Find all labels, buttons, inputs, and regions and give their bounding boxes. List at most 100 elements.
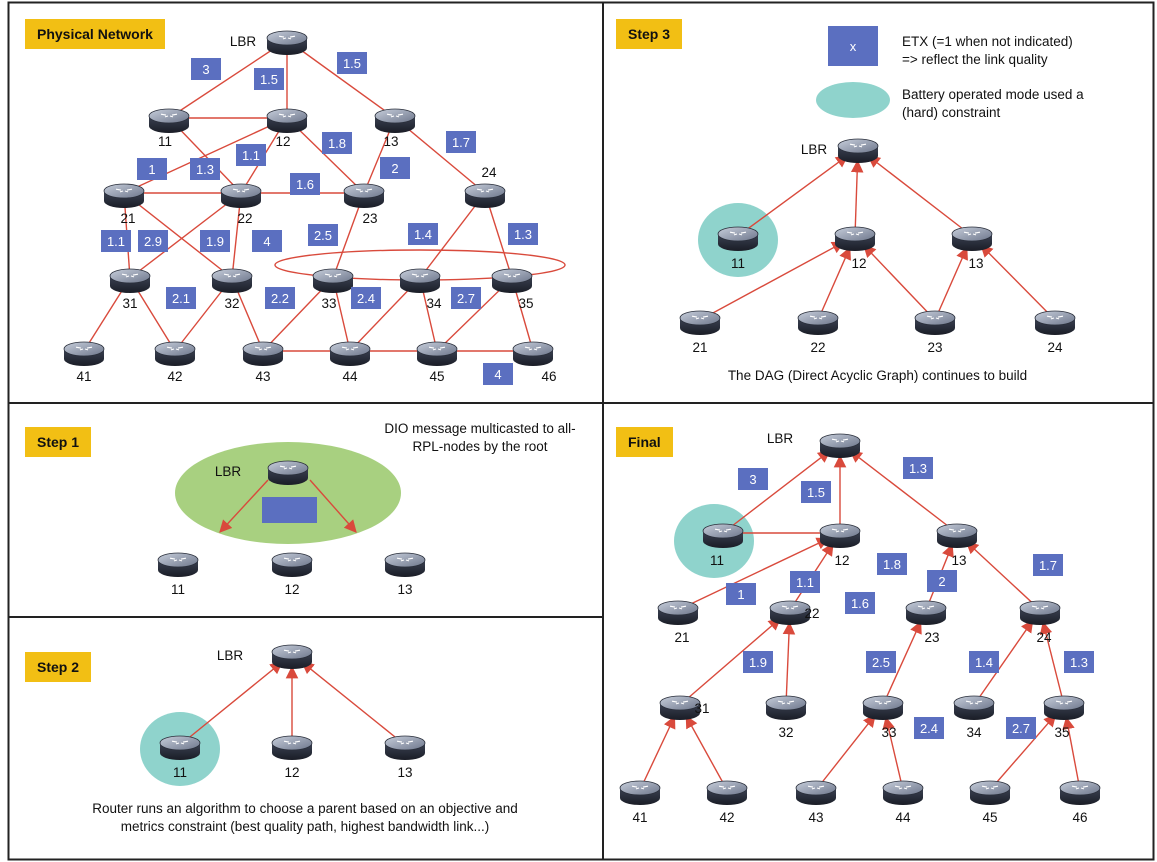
router-arrow-glyph [855, 233, 860, 236]
arrow-23-to-13 [934, 246, 968, 321]
router-icon [266, 30, 308, 55]
router-top [882, 780, 924, 796]
router-arrow-glyph [883, 702, 888, 705]
router-arrow-glyph [258, 348, 263, 351]
metric-box: 1.3 [508, 223, 538, 245]
router-arrow-glyph [1082, 785, 1089, 788]
router-top [154, 341, 196, 357]
router-arrow-glyph [180, 742, 185, 745]
node-label-33: 33 [881, 725, 896, 740]
router-arrow-glyph [294, 649, 301, 652]
router-arrow-glyph [283, 649, 290, 652]
metric-box: 1.1 [101, 230, 131, 252]
metric-value: 1.9 [749, 655, 767, 670]
metric-box-bg [790, 571, 820, 593]
router-icon [103, 183, 145, 208]
metric-box: 1.1 [236, 144, 266, 166]
link-22-31 [129, 192, 242, 279]
metric-box-bg [877, 553, 907, 575]
router-arrow-glyph [921, 607, 926, 610]
node-label-41: 41 [632, 810, 647, 825]
node-label-24: 24 [1036, 630, 1052, 645]
metric-box: 1.3 [903, 457, 933, 479]
metric-box-bg [508, 223, 538, 245]
dio-message-box [262, 497, 317, 523]
metric-box: 2.7 [1006, 717, 1036, 739]
router-top [512, 341, 554, 357]
router-arrow-glyph [514, 273, 521, 276]
router-arrow-glyph [963, 231, 970, 234]
metric-box-bg [483, 363, 513, 385]
router-arrow-glyph [846, 231, 853, 234]
metric-box: 1.8 [877, 553, 907, 575]
router-icon [797, 310, 839, 335]
metric-box: 2.5 [866, 651, 896, 673]
router-arrow-glyph [364, 190, 369, 193]
metric-value: 1.1 [107, 234, 125, 249]
metric-box-bg [1006, 717, 1036, 739]
legend-etx-symbol: x [850, 39, 857, 54]
node-label-23: 23 [927, 340, 942, 355]
router-arrow-glyph [289, 35, 296, 38]
metric-box-bg [408, 223, 438, 245]
router-arrow-glyph [718, 785, 725, 788]
router-arrow-glyph [84, 348, 89, 351]
router-arrow-glyph [283, 467, 288, 470]
router-arrow-glyph [294, 557, 301, 560]
dio-arrow-right [309, 479, 357, 533]
router-icon [1019, 600, 1061, 625]
link-24-34 [419, 192, 486, 279]
metric-box: 1.1 [790, 571, 820, 593]
step3-caption: The DAG (Direct Acyclic Graph) continues… [727, 368, 1028, 383]
router-arrow-glyph [974, 231, 981, 234]
router-icon [343, 183, 385, 208]
node-label-23: 23 [924, 630, 939, 645]
node-label-11: 11 [173, 765, 187, 780]
metric-box: 2.2 [265, 287, 295, 309]
router-arrow-glyph [858, 145, 863, 148]
router-icon [271, 735, 313, 760]
link-12-21 [123, 117, 288, 194]
metric-value: 1.4 [975, 655, 993, 670]
metric-box-bg [200, 230, 230, 252]
router-arrow-glyph [788, 700, 795, 703]
router-arrow-glyph [512, 275, 517, 278]
router-arrow-glyph [935, 317, 940, 320]
node-label-43: 43 [255, 369, 270, 384]
panel-title-physical-network: Physical Network [25, 19, 165, 49]
router-icon [659, 695, 701, 720]
router-arrow-glyph [528, 348, 533, 351]
router-arrow-glyph [990, 787, 995, 790]
metric-box-bg [845, 592, 875, 614]
panel-title-step-1: Step 1 [25, 427, 92, 457]
step2-caption: Router runs an algorithm to choose a par… [92, 801, 518, 834]
router-top [271, 552, 313, 568]
metric-value: 2.4 [920, 721, 938, 736]
router-icon [312, 268, 354, 293]
router-arrow-glyph [740, 231, 747, 234]
metric-box: 2.5 [308, 224, 338, 246]
router-arrow-glyph [400, 742, 405, 745]
router-arrow-glyph [352, 346, 359, 349]
router-arrow-glyph [790, 607, 795, 610]
metric-value: 1.7 [452, 135, 470, 150]
router-arrow-glyph [324, 273, 331, 276]
node-label-45: 45 [429, 369, 444, 384]
router-arrow-glyph [263, 348, 268, 351]
router-arrow-glyph [820, 315, 827, 318]
router-arrow-glyph [777, 700, 784, 703]
link-lbr-11 [168, 39, 288, 119]
outer-border [7, 1, 1155, 861]
router-top [343, 183, 385, 199]
router-icon [109, 268, 151, 293]
node-label-41: 41 [76, 369, 91, 384]
legend-battery-text: Battery operated mode used a (hard) cons… [902, 87, 1084, 120]
router-arrow-glyph [132, 273, 139, 276]
node-label-22: 22 [237, 211, 252, 226]
router-arrow-glyph [917, 605, 924, 608]
metric-value: 1.3 [514, 227, 532, 242]
router-icon [1043, 695, 1085, 720]
metric-value: 4 [263, 234, 270, 249]
router-arrow-glyph [170, 348, 175, 351]
